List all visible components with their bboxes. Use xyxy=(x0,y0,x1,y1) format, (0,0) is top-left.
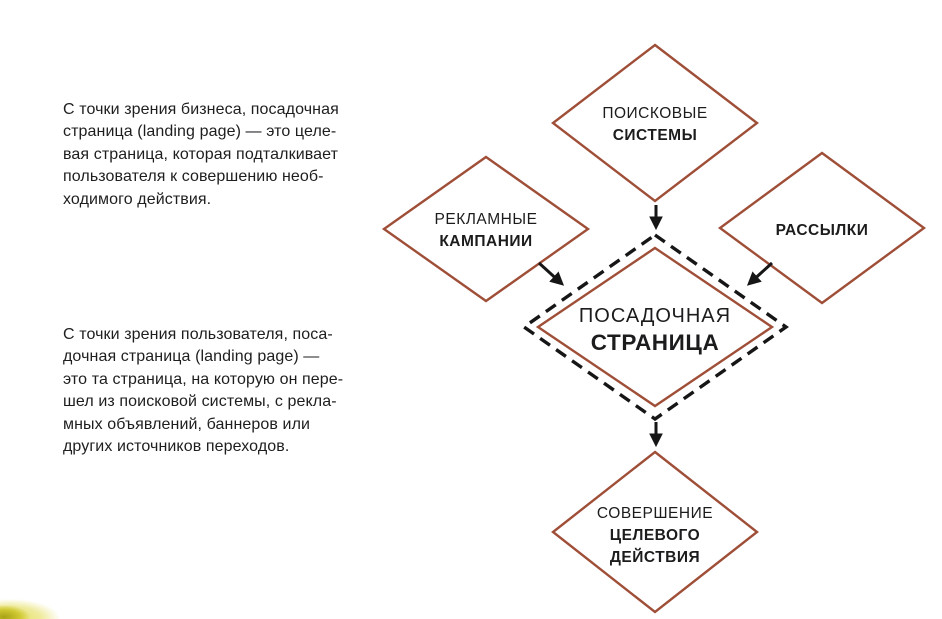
text-line: пользователя к совершению необ- xyxy=(63,168,324,186)
intro-user-paragraph: С точки зрения пользователя, поса- дочна… xyxy=(63,324,403,458)
target-action-label-line1: СОВЕРШЕНИЕ xyxy=(597,505,713,522)
text-line: страница (landing page) — это целе- xyxy=(63,123,337,141)
text-line: С точки зрения пользователя, поса- xyxy=(63,326,333,343)
landing-page-dashed-outline xyxy=(521,232,789,422)
landing-page-diamond xyxy=(535,246,775,408)
text-line: ходимого действия. xyxy=(63,190,212,208)
search-engines-label-line1: ПОИСКОВЫЕ xyxy=(602,105,707,122)
arrow-mailings-to-landing xyxy=(746,261,774,286)
text-line: С точки зрения бизнеса, посадочная xyxy=(63,101,339,118)
search-engines-diamond xyxy=(551,43,759,203)
text-line: вая страница, которая подталкивает xyxy=(63,145,339,163)
mailings-label: РАССЫЛКИ xyxy=(776,222,869,239)
target-action-label-line3: ДЕЙСТВИЯ xyxy=(610,548,700,566)
page-edge-yellow-smudge xyxy=(0,579,96,619)
ad-campaigns-label-line1: РЕКЛАМНЫЕ xyxy=(435,211,538,228)
text-line: дочная страница (landing page) — xyxy=(63,348,320,366)
intro-business-paragraph: С точки зрения бизнеса, посадочная стран… xyxy=(63,99,393,211)
landing-page-label-line1: ПОСАДОЧНАЯ xyxy=(579,305,731,327)
text-line: мных объявлений, баннеров или xyxy=(63,415,311,433)
text-line: шел из поисковой системы, с рекла- xyxy=(63,393,337,411)
mailings-diamond xyxy=(717,151,927,305)
landing-page-label-line2: СТРАНИЦА xyxy=(591,330,720,355)
ad-campaigns-label-line2: КАМПАНИИ xyxy=(439,233,532,250)
arrow-ads-to-landing xyxy=(537,261,565,286)
text-line: других источников переходов. xyxy=(63,438,290,456)
target-action-label-line2: ЦЕЛЕВОГО xyxy=(610,527,700,544)
search-engines-label-line2: СИСТЕМЫ xyxy=(613,127,698,144)
target-action-diamond xyxy=(551,450,759,614)
ad-campaigns-diamond xyxy=(381,155,591,303)
text-line: это та страница, на которую он пере- xyxy=(63,370,344,388)
